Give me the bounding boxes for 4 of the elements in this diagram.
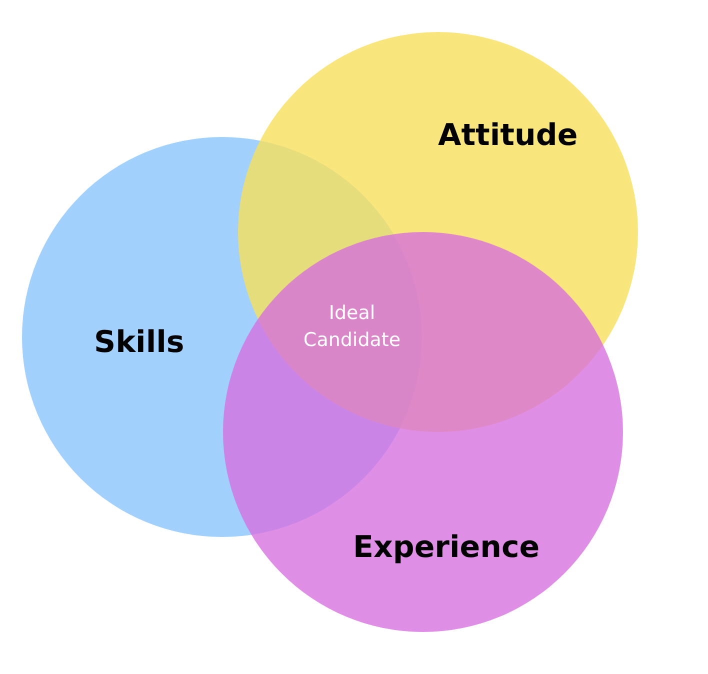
circle-label: Attitude [438,118,578,153]
circle-label: Skills [94,325,184,360]
circle-label: Experience [353,530,540,565]
overlap-label: Ideal Candidate [302,301,402,353]
